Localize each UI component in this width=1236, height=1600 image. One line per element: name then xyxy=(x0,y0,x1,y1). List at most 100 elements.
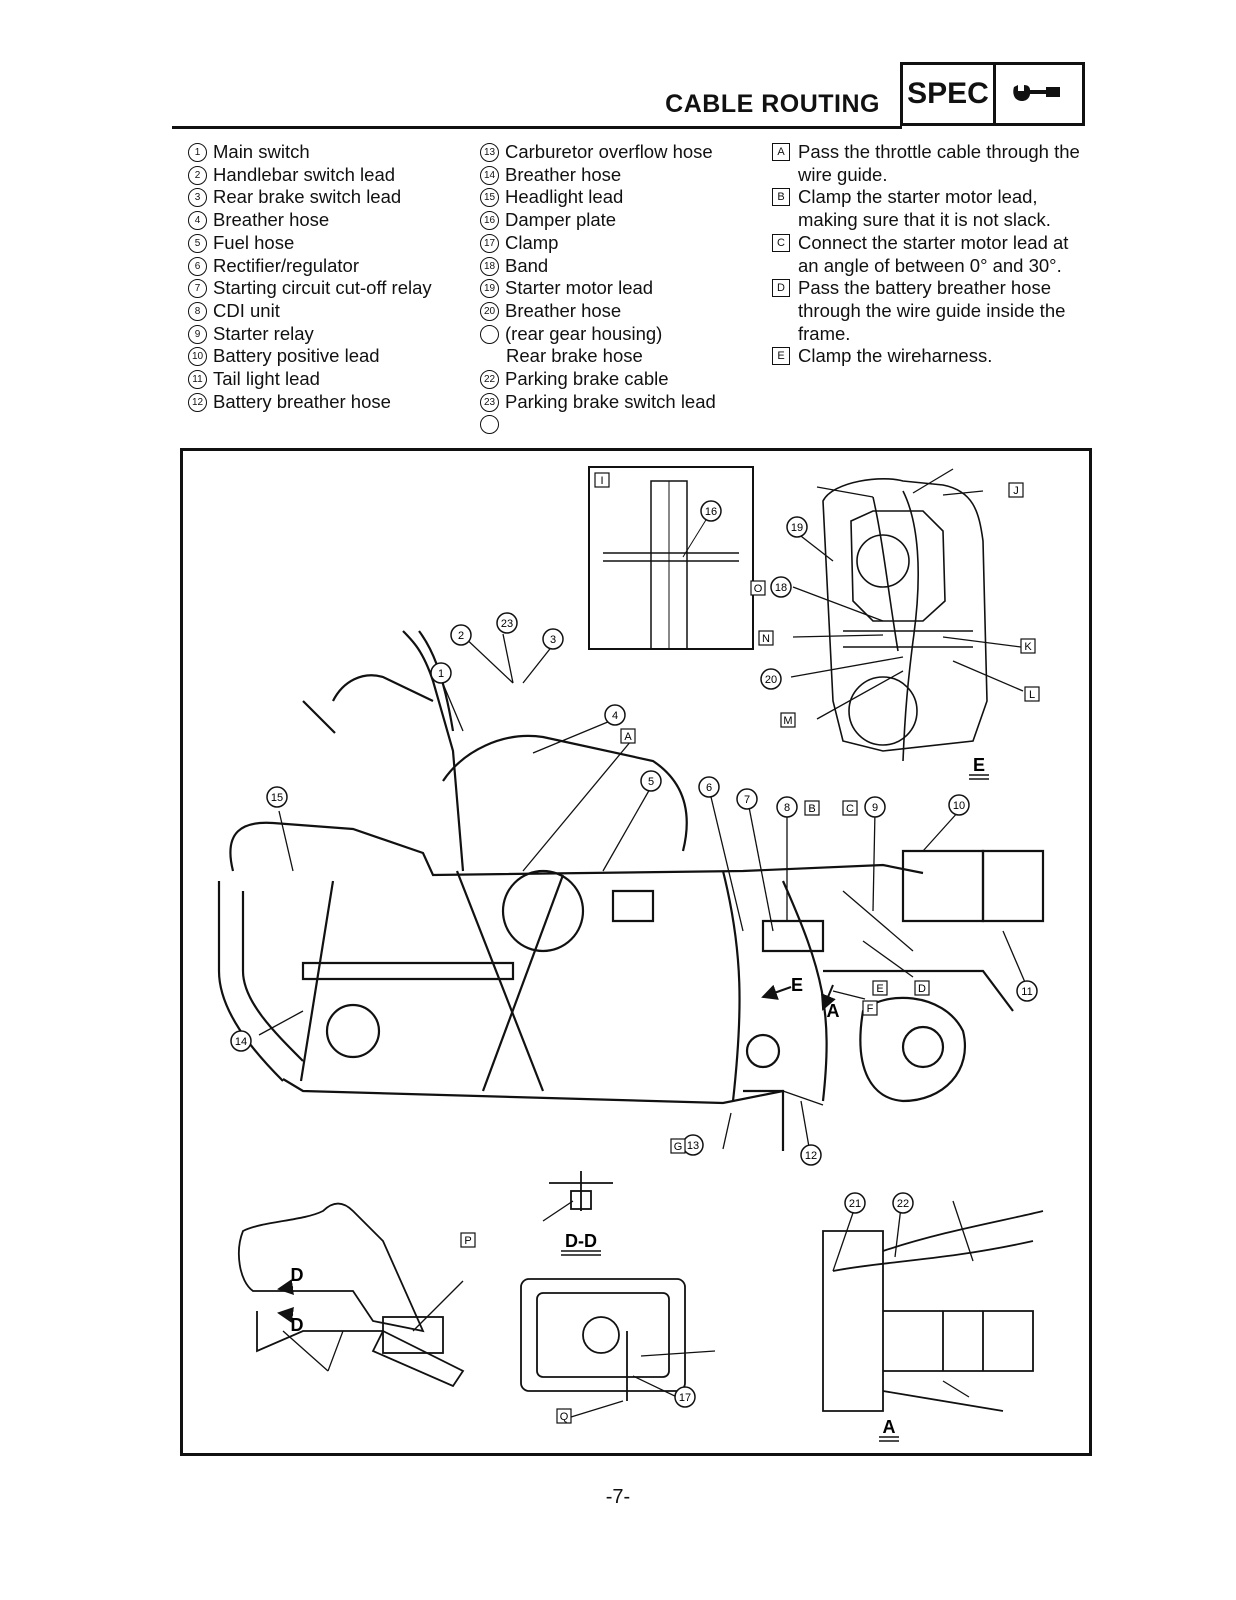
svg-text:2: 2 xyxy=(458,630,464,642)
svg-text:10: 10 xyxy=(953,800,965,812)
callout-number: 9 xyxy=(188,324,207,344)
callout-8: 8 xyxy=(776,796,798,818)
callout-number: 3 xyxy=(188,188,207,208)
tag-j: J xyxy=(1008,482,1024,498)
callout-18: 18 xyxy=(770,576,792,598)
tag-p: P xyxy=(460,1232,476,1248)
tray-illustration xyxy=(520,1278,686,1401)
legend-item: 17 Clamp xyxy=(480,232,716,255)
legend-label: Starting circuit cut-off relay xyxy=(213,277,432,299)
callout-number: 17 xyxy=(480,233,499,253)
svg-text:13: 13 xyxy=(687,1140,699,1152)
instruction-text: Connect the starter motor lead at an ang… xyxy=(798,231,1069,276)
callout-number: 8 xyxy=(188,301,207,321)
tag-q: Q xyxy=(556,1408,572,1424)
legend-label: Breather hose xyxy=(505,299,622,321)
svg-text:11: 11 xyxy=(1021,986,1032,998)
instruction-text: Pass the battery breather hose through t… xyxy=(798,277,1066,344)
legend-item: 7 Starting circuit cut-off relay xyxy=(188,277,432,300)
header-rule xyxy=(172,126,902,129)
page-number: -7- xyxy=(605,1486,631,1508)
callout-number: 7 xyxy=(188,279,207,299)
tag-i: I xyxy=(594,472,610,488)
page-title: CABLE ROUTING xyxy=(665,90,880,118)
view-label-d-bottom: D xyxy=(291,1315,304,1335)
svg-text:12: 12 xyxy=(805,1150,817,1162)
svg-text:5: 5 xyxy=(648,776,654,788)
legend-label: Clamp xyxy=(505,231,559,253)
legend-item: 13 Carburetor overflow hose xyxy=(480,141,716,164)
callout-number: 16 xyxy=(480,211,499,231)
legend-label: Carburetor overflow hose xyxy=(505,141,713,162)
arrow-e xyxy=(761,984,792,1000)
tag-f: F xyxy=(862,1000,878,1016)
callout-19: 19 xyxy=(786,516,808,538)
instruction-text: Pass the throttle cable through the wire… xyxy=(798,141,1080,185)
legend-label: Rectifier/regulator xyxy=(213,254,360,276)
legend-item: 3 Rear brake switch lead xyxy=(188,186,432,209)
inset-damper-plate xyxy=(588,466,754,650)
svg-text:18: 18 xyxy=(775,582,787,594)
legend-label: (rear gear housing) xyxy=(505,322,663,344)
legend-label: Rear brake switch lead xyxy=(213,186,402,208)
legend-label: Fuel hose xyxy=(213,231,295,253)
svg-text:9: 9 xyxy=(872,802,878,814)
svg-text:A: A xyxy=(624,731,632,743)
callout-number: 18 xyxy=(480,256,499,276)
svg-text:I: I xyxy=(600,475,603,487)
svg-text:J: J xyxy=(1013,485,1019,497)
svg-text:F: F xyxy=(867,1003,874,1015)
svg-text:P: P xyxy=(464,1235,471,1247)
legend-label: Breather hose xyxy=(505,163,622,185)
tag-g: G xyxy=(670,1138,686,1154)
callout-3: 3 xyxy=(542,628,564,650)
section-dd-illustration xyxy=(549,1171,613,1211)
svg-text:Q: Q xyxy=(560,1411,569,1423)
arrow-d-bottom xyxy=(277,1307,294,1323)
legend-item: 15 Headlight lead xyxy=(480,186,716,209)
instruction-letter: C xyxy=(772,233,790,252)
legend-label: Starter relay xyxy=(213,322,314,344)
callout-15: 15 xyxy=(266,786,288,808)
svg-text:19: 19 xyxy=(791,522,803,534)
legend-item xyxy=(480,413,716,435)
svg-text:15: 15 xyxy=(271,792,283,804)
callout-17: 17 xyxy=(674,1386,696,1408)
legend-label: Main switch xyxy=(213,141,310,162)
callout-4: 4 xyxy=(604,704,626,726)
callout-number: 11 xyxy=(188,370,207,390)
callout-1: 1 xyxy=(430,662,452,684)
tool-icon-box xyxy=(993,62,1085,126)
callout-number: 15 xyxy=(480,188,499,208)
view-label-d-top: D xyxy=(291,1265,304,1285)
callout-number: 13 xyxy=(480,143,499,162)
view-e-illustration xyxy=(822,478,988,762)
callout-number: 1 xyxy=(188,143,207,162)
tag-c: C xyxy=(842,800,858,816)
callout-number xyxy=(480,324,499,344)
instruction-item: D Pass the battery breather hose through … xyxy=(772,277,1082,345)
legend-label: Headlight lead xyxy=(505,186,624,208)
callout-12: 12 xyxy=(800,1144,822,1166)
legend-label: CDI unit xyxy=(213,299,280,321)
instruction-letter: D xyxy=(772,279,790,298)
legend-label: Damper plate xyxy=(505,209,617,231)
callout-number: 5 xyxy=(188,233,207,253)
legend-item: 14 Breather hose xyxy=(480,164,716,187)
svg-text:21: 21 xyxy=(849,1198,861,1210)
callout-number: 14 xyxy=(480,165,499,185)
callout-9: 9 xyxy=(864,796,886,818)
callout-23: 23 xyxy=(496,612,518,634)
legend-label: Parking brake cable xyxy=(505,368,669,390)
rear-tank-illustration xyxy=(238,1202,465,1388)
cable-routing-diagram: 1 2 3 4 5 6 7 8 9 10 11 12 13 14 15 16 1… xyxy=(217,466,1045,1442)
arrow-label-e: E xyxy=(791,975,803,995)
